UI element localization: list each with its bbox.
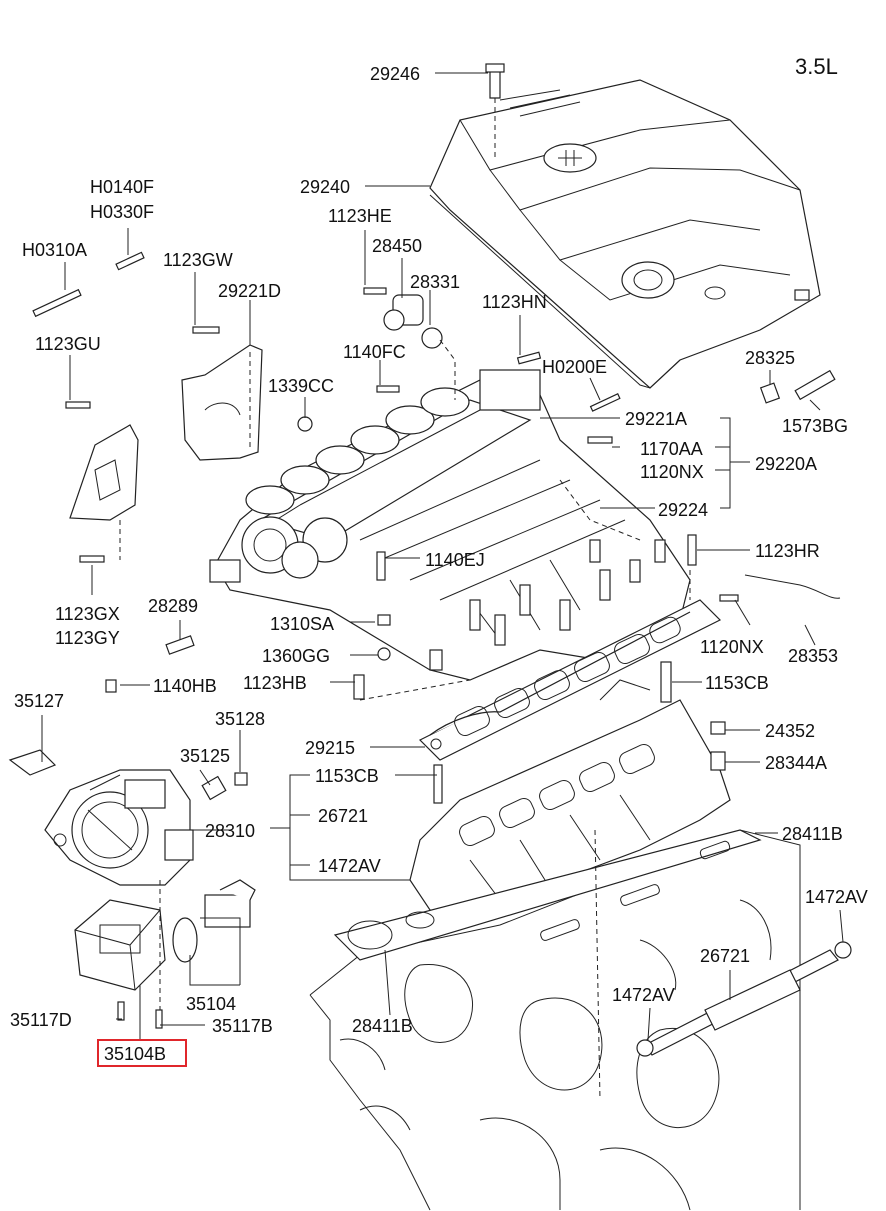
label-28411B-b: 28411B bbox=[352, 1016, 413, 1036]
engine-label: 3.5L bbox=[795, 54, 838, 79]
label-1123GW: 1123GW bbox=[163, 250, 233, 270]
label-29221A: 29221A bbox=[625, 409, 687, 429]
label-26721-b: 26721 bbox=[700, 946, 750, 966]
label-1339CC: 1339CC bbox=[268, 376, 334, 396]
label-1123HE: 1123HE bbox=[328, 206, 392, 226]
label-29224: 29224 bbox=[658, 500, 708, 520]
label-1123GX: 1123GX bbox=[55, 604, 120, 624]
manifold-gasket-drawing bbox=[418, 599, 722, 761]
label-H0200E: H0200E bbox=[542, 357, 607, 377]
engine-cover-drawing bbox=[429, 79, 821, 389]
label-1472AV-b: 1472AV bbox=[805, 887, 868, 907]
label-1140EJ: 1140EJ bbox=[425, 550, 485, 570]
actuator-drawing bbox=[74, 899, 166, 991]
label-1153CB-b: 1153CB bbox=[315, 766, 379, 786]
dashed-connectors bbox=[119, 98, 691, 1101]
label-1472AV-a: 1472AV bbox=[318, 856, 381, 876]
label-35104B-highlighted: 35104B bbox=[104, 1044, 166, 1064]
label-1573BG: 1573BG bbox=[782, 416, 848, 436]
leader-lines bbox=[41, 72, 844, 1041]
intake-manifold-drawing bbox=[209, 369, 691, 681]
label-29221D: 29221D bbox=[218, 281, 281, 301]
label-35117D: 35117D bbox=[10, 1010, 72, 1030]
label-29240: 29240 bbox=[300, 177, 350, 197]
label-35127: 35127 bbox=[14, 691, 64, 711]
label-1310SA: 1310SA bbox=[270, 614, 334, 634]
label-28325: 28325 bbox=[745, 348, 795, 368]
label-28331: 28331 bbox=[410, 272, 460, 292]
lower-gasket-drawing bbox=[333, 829, 762, 961]
label-1140FC: 1140FC bbox=[343, 342, 406, 362]
label-1472AV-c: 1472AV bbox=[612, 985, 675, 1005]
label-24352: 24352 bbox=[765, 721, 815, 741]
label-H0330F: H0330F bbox=[90, 202, 154, 222]
label-1123HB: 1123HB bbox=[243, 673, 307, 693]
label-1360GG: 1360GG bbox=[262, 646, 330, 666]
label-35125: 35125 bbox=[180, 746, 230, 766]
label-1140HB: 1140HB bbox=[153, 676, 217, 696]
label-35104: 35104 bbox=[186, 994, 236, 1014]
bracket-drawings bbox=[69, 344, 263, 521]
label-H0310A: H0310A bbox=[22, 240, 87, 260]
label-29215: 29215 bbox=[305, 738, 355, 758]
label-28289: 28289 bbox=[148, 596, 198, 616]
label-28411B-a: 28411B bbox=[782, 824, 843, 844]
label-35128: 35128 bbox=[215, 709, 265, 729]
throttle-body-drawing bbox=[44, 769, 194, 886]
label-28344A: 28344A bbox=[765, 753, 827, 773]
label-28353: 28353 bbox=[788, 646, 838, 666]
label-26721-a: 26721 bbox=[318, 806, 368, 826]
label-1123HR: 1123HR bbox=[755, 541, 820, 561]
highlight-box bbox=[97, 1039, 187, 1067]
label-1123GU: 1123GU bbox=[35, 334, 101, 354]
label-35117B: 35117B bbox=[212, 1016, 273, 1036]
label-1153CB-a: 1153CB bbox=[705, 673, 769, 693]
label-H0140F: H0140F bbox=[90, 177, 154, 197]
label-1120NX-b: 1120NX bbox=[700, 637, 764, 657]
label-29220A: 29220A bbox=[755, 454, 817, 474]
label-28310: 28310 bbox=[205, 821, 255, 841]
label-1170AA: 1170AA bbox=[640, 439, 703, 459]
label-29246: 29246 bbox=[370, 64, 420, 84]
small-parts-drawing bbox=[8, 63, 841, 1029]
label-28450: 28450 bbox=[372, 236, 422, 256]
label-1120NX-a: 1120NX bbox=[640, 462, 704, 482]
label-1123GY: 1123GY bbox=[55, 628, 120, 648]
label-1123HN: 1123HN bbox=[482, 292, 547, 312]
idle-valve-drawing bbox=[172, 879, 256, 963]
